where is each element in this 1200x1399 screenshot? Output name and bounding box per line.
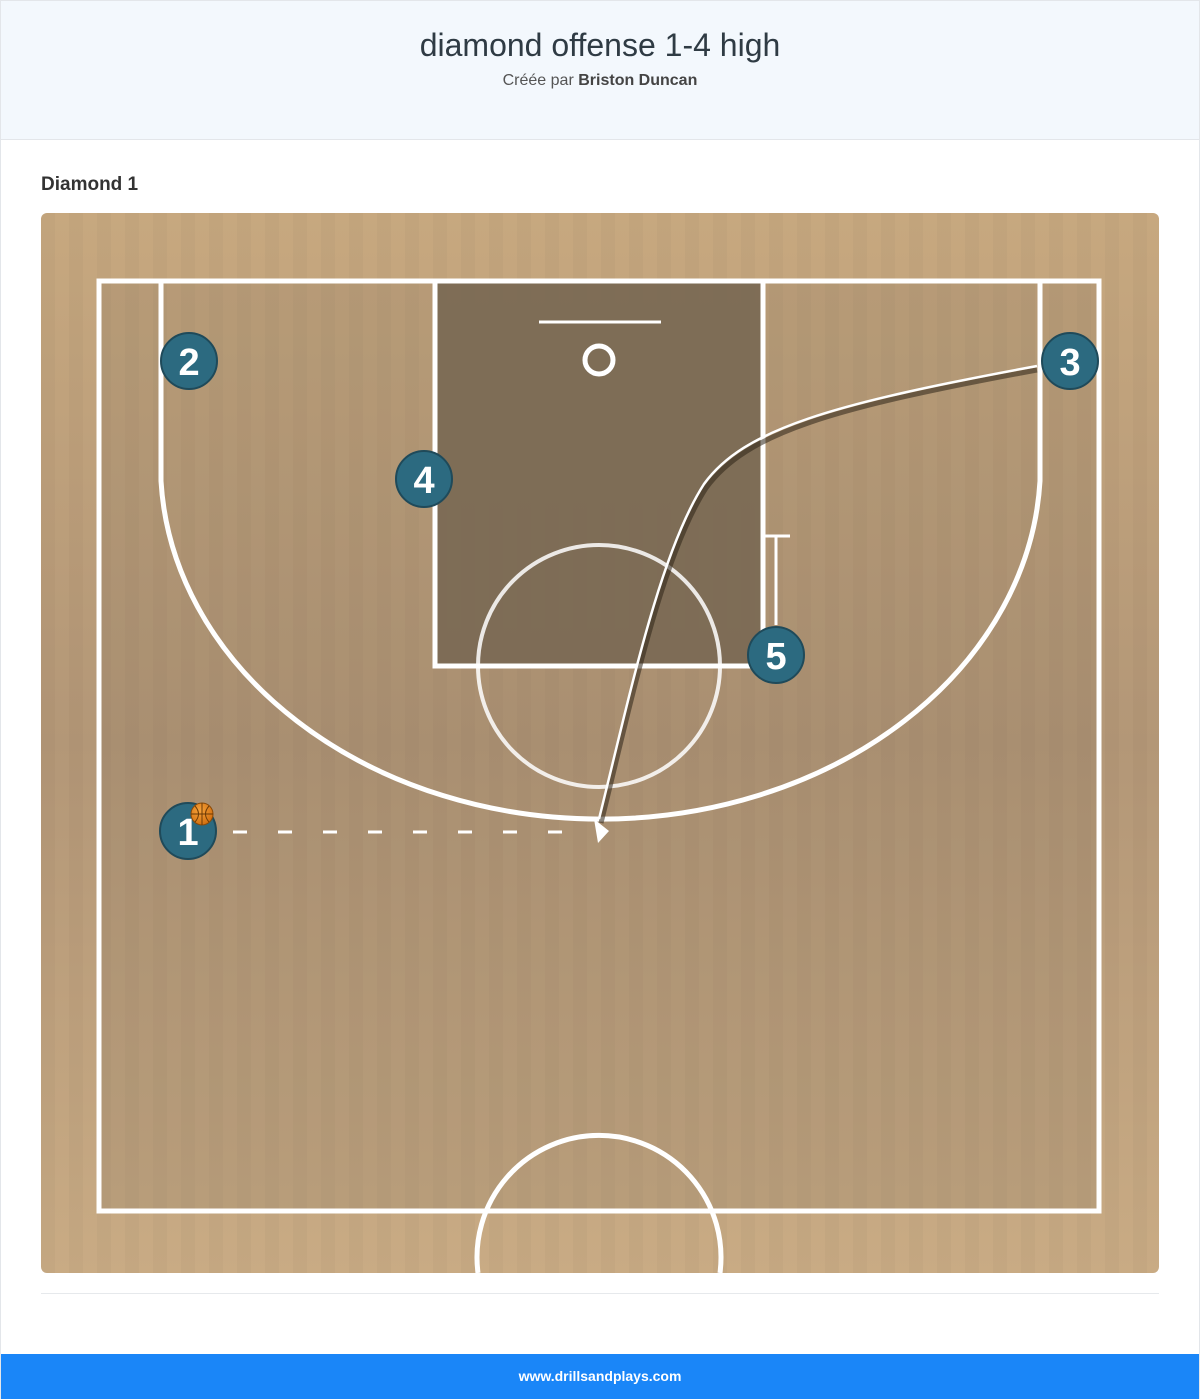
author-name: Briston Duncan (578, 72, 698, 89)
player-5[interactable]: 5 (747, 626, 805, 684)
actions-layer (233, 364, 1038, 843)
footer-bar: www.drillsandplays.com (1, 1354, 1199, 1399)
diagram-title: Diamond 1 (41, 174, 139, 195)
player-1-label: 1 (177, 812, 198, 854)
center-circle (474, 1132, 724, 1273)
player-4[interactable]: 4 (395, 450, 453, 508)
byline: Créée par Briston Duncan (1, 71, 1199, 91)
player-3[interactable]: 3 (1041, 332, 1099, 390)
cut-path (597, 364, 1038, 820)
player-5-label: 5 (765, 636, 786, 678)
cut-arrowhead (594, 819, 609, 843)
section-divider (41, 1293, 1159, 1294)
player-2-label: 2 (178, 342, 199, 384)
page-header: diamond offense 1-4 high Créée par Brist… (1, 1, 1199, 140)
cut-path-shadow (598, 367, 1038, 824)
basket-rim (582, 343, 616, 377)
player-1[interactable]: 1 (159, 802, 217, 860)
page-title: diamond offense 1-4 high (419, 27, 781, 63)
basketball-icon (190, 802, 214, 826)
court-svg: 1 2 3 4 5 (41, 213, 1159, 1273)
player-2[interactable]: 2 (160, 332, 218, 390)
free-throw-circle (476, 543, 722, 789)
byline-prefix: Créée par (502, 72, 574, 89)
player-3-label: 3 (1059, 342, 1080, 384)
player-4-label: 4 (413, 460, 434, 502)
court-diagram: 1 2 3 4 5 (41, 213, 1159, 1273)
footer-site-link[interactable]: www.drillsandplays.com (518, 1368, 682, 1384)
